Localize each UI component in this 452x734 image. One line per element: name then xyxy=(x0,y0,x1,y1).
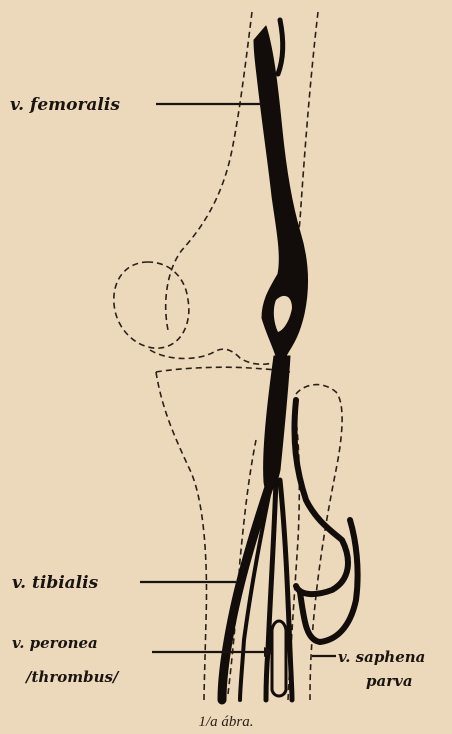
femur-condyle xyxy=(150,349,282,364)
tibia-outline-left xyxy=(156,372,206,700)
tibia-plateau xyxy=(156,367,290,372)
femur-outline-left xyxy=(166,12,252,330)
fibula-outline xyxy=(296,385,342,700)
patella-outline xyxy=(114,262,189,348)
label-femoralis: v. femoralis xyxy=(10,95,120,115)
vein-network xyxy=(222,20,358,700)
label-saphena: v. saphena xyxy=(338,648,425,666)
label-parva: parva xyxy=(366,672,413,690)
label-tibialis: v. tibialis xyxy=(12,573,99,593)
femoral-branch xyxy=(278,20,283,74)
popliteal-vein xyxy=(264,356,290,491)
figure-caption: 1/a ábra. xyxy=(198,714,253,730)
peroneal-thrombus xyxy=(272,621,286,696)
label-peronea: v. peronea xyxy=(12,634,98,652)
label-thrombus: /thrombus/ xyxy=(24,668,120,686)
saphena-parva-vein xyxy=(294,400,348,594)
saphena-parva-lower xyxy=(300,520,358,642)
